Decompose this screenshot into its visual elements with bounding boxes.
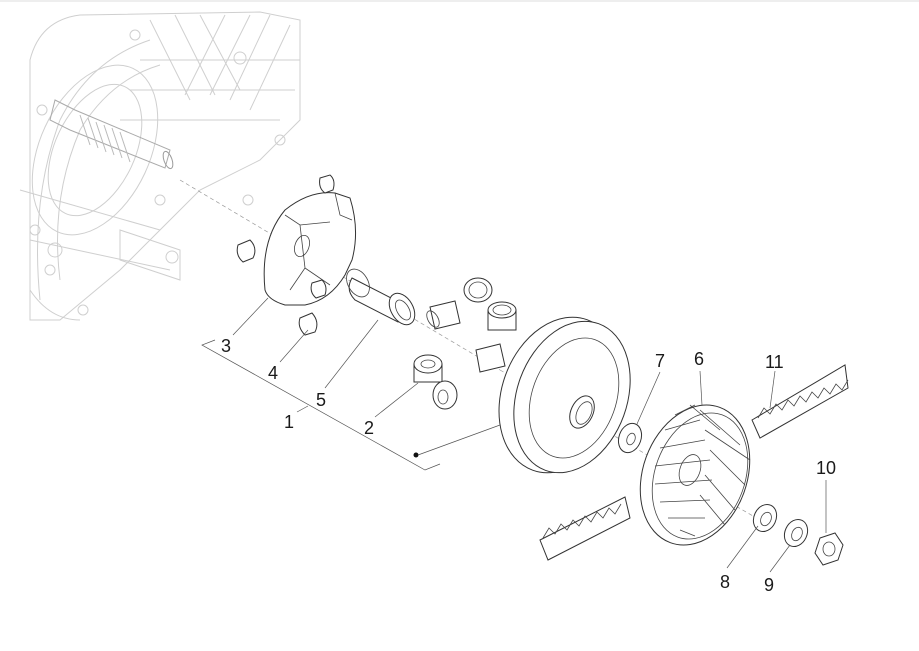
callout-2: 2 (364, 418, 375, 438)
part-3-ramp-plate (263, 192, 356, 306)
group-marker-dot (413, 452, 419, 458)
callout-1: 1 (284, 412, 295, 432)
splined-shaft (49, 99, 174, 170)
movable-pulley-half (498, 316, 631, 474)
callout-10: 10 (816, 458, 837, 478)
group-bracket (201, 339, 501, 471)
part-2-rollers (413, 277, 517, 410)
part-5-bushing (346, 268, 416, 326)
assembly-axis (179, 179, 501, 371)
part-9-washer (783, 518, 809, 548)
part-8-washer (752, 503, 778, 533)
callout-8: 8 (720, 572, 731, 592)
callout-6: 6 (694, 349, 705, 369)
leader-lines (232, 297, 827, 573)
part-4-sliders (236, 174, 335, 336)
part-11-belt (539, 364, 849, 561)
callout-7: 7 (655, 351, 666, 371)
part-10-nut (814, 532, 844, 566)
callout-9: 9 (764, 575, 775, 595)
callout-5: 5 (316, 390, 327, 410)
callout-4: 4 (268, 363, 279, 383)
callout-11: 11 (765, 352, 784, 372)
part-7-washer (617, 422, 643, 454)
top-border (0, 0, 919, 2)
callout-3: 3 (221, 336, 232, 356)
part-6-fan-pulley (639, 404, 751, 546)
crankcase-ghost (19, 11, 301, 321)
